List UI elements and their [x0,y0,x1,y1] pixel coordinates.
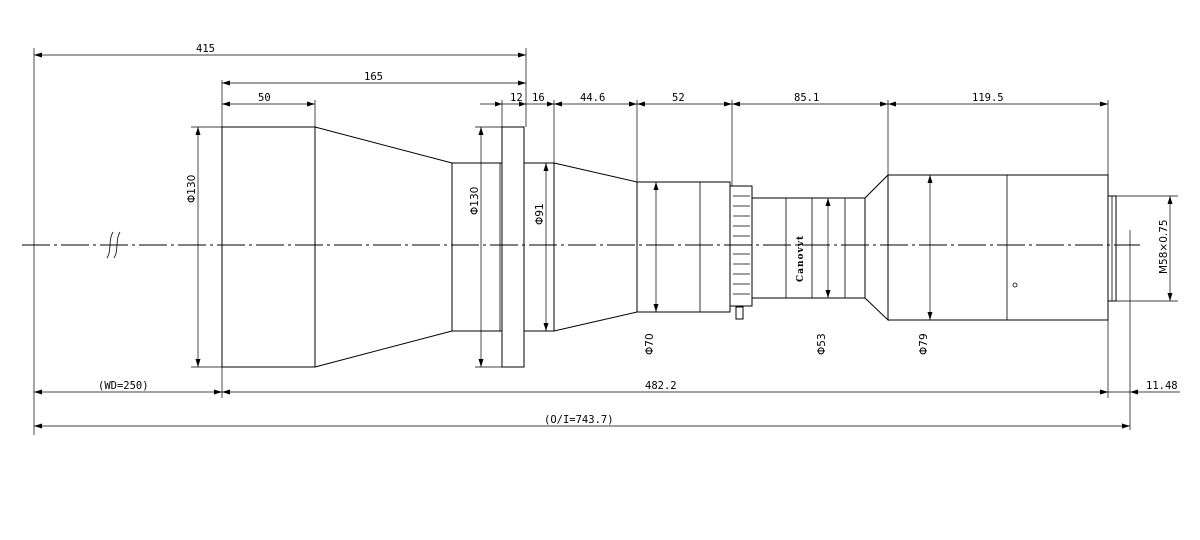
mid-collar [523,162,555,332]
thread-m58: M58×0.75 [1158,219,1170,274]
rear-cylinder [887,174,1109,321]
dim-working-distance: (WD=250) [98,380,149,392]
narrow-barrel [751,197,866,299]
dim-50: 50 [258,92,271,104]
mounting-flange [501,126,525,368]
locking-screw [735,306,744,320]
taper-bottom [314,330,502,368]
dia-79: Φ79 [918,333,930,355]
top-dimensions [33,48,1109,435]
rear-flare [864,173,889,322]
bottom-dimensions [34,230,1180,430]
dia-70: Φ70 [644,333,656,355]
dim-52: 52 [672,92,685,104]
break-symbol [106,231,121,259]
ring-section [636,181,731,313]
front-cylinder [221,126,316,368]
dim-119-5: 119.5 [972,92,1004,104]
brand-label: Canovvt [796,235,806,282]
dia-130-front: Φ130 [186,175,198,203]
dim-44-6: 44.6 [580,92,605,104]
knurl-lines [733,195,750,295]
lens-body: Canovvt [221,126,1117,368]
dim-object-image: (O/I=743.7) [544,414,614,426]
dia-91: Φ91 [534,203,546,225]
dim-11-48: 11.48 [1146,380,1178,392]
dia-130-flange: Φ130 [469,187,481,215]
dim-16: 16 [532,92,545,104]
dim-85-1: 85.1 [794,92,819,104]
screw-hole [1012,282,1018,288]
taper-top [314,126,502,164]
dim-482-2: 482.2 [645,380,677,392]
rear-taper [553,162,638,332]
dim-12: 12 [510,92,523,104]
focus-ring [729,185,753,307]
dim-415: 415 [196,43,215,55]
dia-53: Φ53 [816,333,828,355]
diameter-dimensions [191,126,1178,368]
dim-165: 165 [364,71,383,83]
